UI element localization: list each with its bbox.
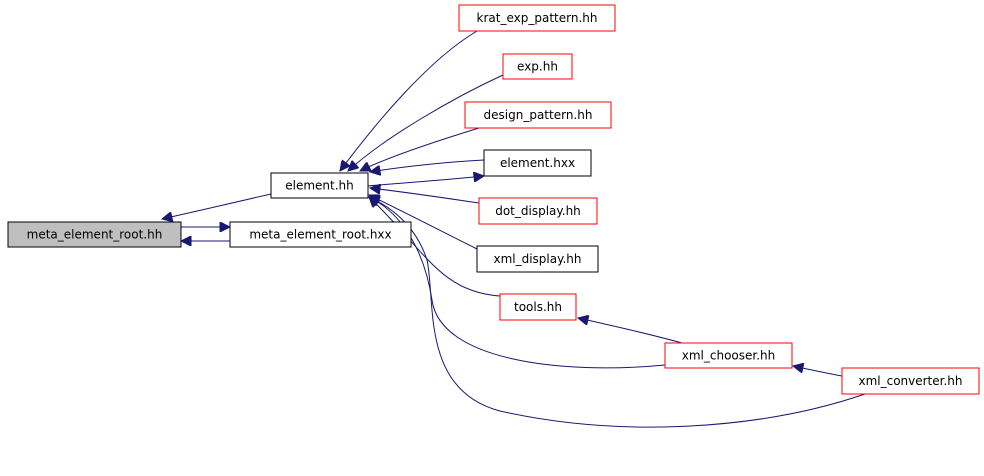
node-label: dot_display.hh: [495, 204, 581, 218]
node-label: meta_element_root.hh: [27, 228, 163, 242]
edge-element-hh-to-element-hxx: [367, 176, 484, 187]
node-element-hxx[interactable]: element.hxx: [483, 149, 592, 177]
node-design-pattern-hh[interactable]: design_pattern.hh: [464, 101, 612, 129]
node-meta-element-root-hh: meta_element_root.hh: [7, 221, 182, 248]
node-box: [502, 53, 573, 80]
node-box: [483, 149, 592, 177]
edges-layer: [162, 30, 866, 428]
node-box: [464, 101, 612, 129]
node-box: [499, 293, 577, 321]
node-exp-hh[interactable]: exp.hh: [502, 53, 573, 80]
node-xml-chooser-hh[interactable]: xml_chooser.hh: [664, 342, 793, 369]
node-label: exp.hh: [517, 60, 558, 74]
node-box: [458, 4, 616, 32]
node-box: [478, 197, 598, 225]
node-label: design_pattern.hh: [484, 108, 593, 122]
node-label: xml_converter.hh: [858, 374, 962, 388]
edge-xml-chooser-hh-to-tools-hh: [578, 318, 683, 344]
edge-xml-converter-hh-to-xml-chooser-hh: [793, 366, 843, 377]
node-dot-display-hh[interactable]: dot_display.hh: [478, 197, 598, 225]
node-box: [664, 342, 793, 369]
edge-element-hh-to-meta-element-root-hh: [162, 193, 272, 219]
edge-tools-hh-to-element-hh: [369, 197, 501, 297]
edge-design-pattern-hh-to-element-hh: [360, 127, 480, 171]
node-box: [476, 245, 599, 273]
node-label: element.hh: [285, 179, 354, 193]
node-label: xml_chooser.hh: [682, 349, 776, 363]
node-box: [270, 172, 369, 199]
node-label: krat_exp_pattern.hh: [477, 11, 598, 25]
nodes-layer: meta_element_root.hh element.hh meta_eleme…: [7, 4, 980, 395]
edge-krat-exp-pattern-hh-to-element-hh: [340, 30, 478, 171]
node-label: tools.hh: [514, 300, 562, 314]
node-label: xml_display.hh: [493, 252, 581, 266]
node-xml-converter-hh[interactable]: xml_converter.hh: [841, 367, 980, 395]
edge-element-hxx-to-element-hh: [370, 159, 485, 172]
node-meta-element-root-hxx[interactable]: meta_element_root.hxx: [229, 221, 412, 248]
node-label: meta_element_root.hxx: [249, 228, 391, 242]
node-xml-display-hh[interactable]: xml_display.hh: [476, 245, 599, 273]
node-element-hh[interactable]: element.hh: [270, 172, 369, 199]
edge-dot-display-hh-to-element-hh: [370, 188, 480, 204]
node-label: element.hxx: [500, 156, 575, 170]
node-box: [7, 221, 182, 248]
node-krat-exp-pattern-hh[interactable]: krat_exp_pattern.hh: [458, 4, 616, 32]
node-tools-hh[interactable]: tools.hh: [499, 293, 577, 321]
edge-xml-converter-hh-to-element-hh: [369, 197, 866, 428]
node-box: [841, 367, 980, 395]
edge-exp-hh-to-element-hh: [348, 74, 504, 171]
node-box: [229, 221, 412, 248]
